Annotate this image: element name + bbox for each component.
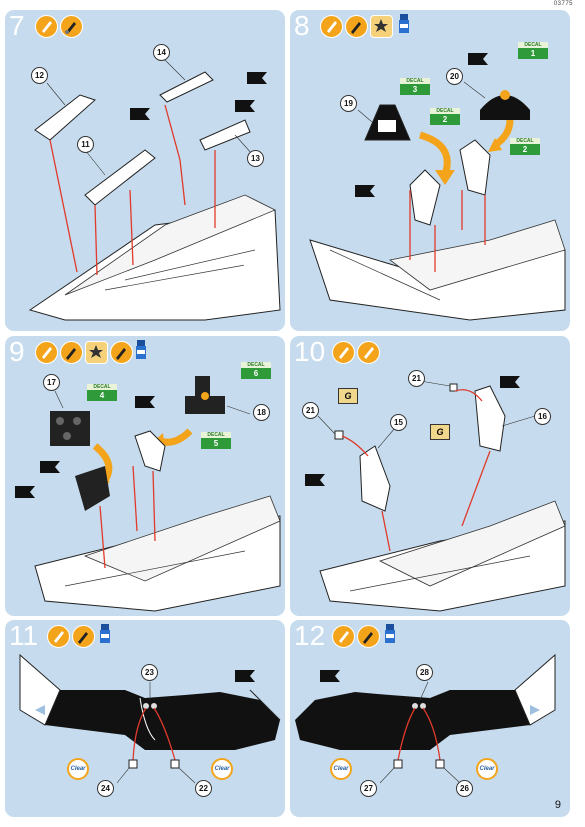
callout-part-15: 15 [390, 414, 407, 431]
callout-part-21-right: 21 [408, 370, 425, 387]
paint-brush-icon [60, 15, 83, 38]
glue-icon [35, 15, 58, 38]
step-10-drawing [305, 376, 566, 612]
step-number: 10 [294, 336, 326, 367]
paint-brush-icon [72, 625, 95, 648]
decal-star-icon [85, 341, 108, 364]
glue-icon [320, 15, 343, 38]
clear-paint-badge: Clear [67, 758, 89, 780]
glue-icon-2 [357, 341, 380, 364]
callout-part-26: 26 [456, 780, 473, 797]
callout-part-11: 11 [77, 136, 94, 153]
glue-icon [35, 341, 58, 364]
callout-part-13: 13 [247, 150, 264, 167]
clear-paint-badge: Clear [330, 758, 352, 780]
callout-part-12: 12 [31, 67, 48, 84]
paint-brush-dark-icon [110, 341, 133, 364]
step-11-panel: 11 23 24 22 Clear Clear [5, 620, 285, 817]
step-12-panel: 12 28 27 26 Clear Clear [290, 620, 570, 817]
paint-pot-icon [384, 624, 396, 644]
step-number: 9 [9, 336, 25, 367]
callout-part-24: 24 [97, 780, 114, 797]
callout-part-19: 19 [340, 95, 357, 112]
step-7-panel: 7 12 14 11 13 6 [5, 10, 285, 331]
page-number: 9 [554, 799, 561, 811]
glue-tag-1: G [338, 388, 358, 404]
callout-part-17: 17 [43, 374, 60, 391]
glue-icon [332, 341, 355, 364]
step-number: 12 [294, 620, 326, 651]
step-11-drawing [19, 653, 281, 784]
step-7-drawing [28, 57, 281, 321]
paint-pot-icon [99, 624, 111, 644]
glue-icon [47, 625, 70, 648]
callout-part-28: 28 [416, 664, 433, 681]
paint-pot-icon [398, 14, 410, 34]
clear-paint-badge-2: Clear [476, 758, 498, 780]
callout-part-23: 23 [141, 664, 158, 681]
step-9-drawing [15, 376, 281, 612]
callout-part-27: 27 [360, 780, 377, 797]
callout-part-18: 18 [253, 404, 270, 421]
clear-paint-badge-2: Clear [211, 758, 233, 780]
step-number: 8 [294, 10, 310, 41]
paint-brush-icon [345, 15, 368, 38]
step-12-drawing [295, 653, 556, 784]
paint-brush-icon [357, 625, 380, 648]
paint-brush-icon [60, 341, 83, 364]
step-number: 7 [9, 10, 25, 41]
callout-part-20: 20 [446, 68, 463, 85]
callout-part-16: 16 [534, 408, 551, 425]
step-8-drawing [309, 53, 566, 321]
decal-star-icon [370, 15, 393, 38]
callout-part-21-left: 21 [302, 402, 319, 419]
step-number: 11 [9, 620, 39, 651]
part-ref-label: 6 [243, 258, 252, 275]
paint-pot-icon [135, 340, 147, 360]
callout-part-14: 14 [153, 44, 170, 61]
callout-part-22: 22 [195, 780, 212, 797]
step-10-panel: 10 21 21 15 16 G G [290, 336, 570, 616]
glue-tag-2: G [430, 424, 450, 440]
glue-icon [332, 625, 355, 648]
document-code: 03775 [553, 1, 573, 7]
